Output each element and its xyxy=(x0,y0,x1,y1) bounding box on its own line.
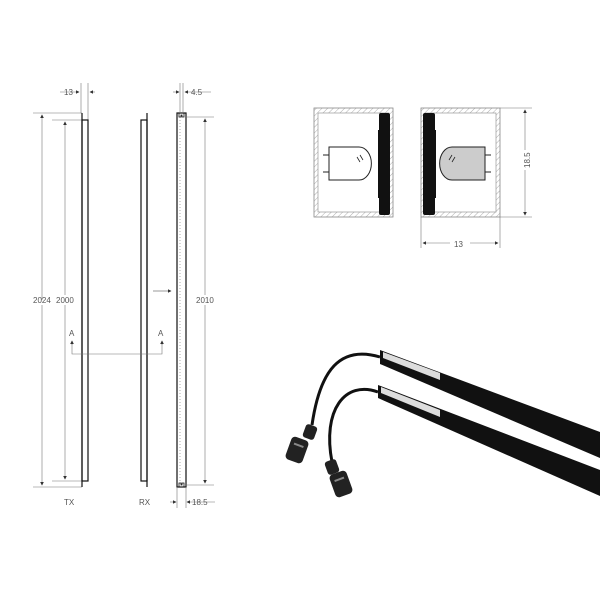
rx-bar xyxy=(140,119,148,482)
rx-connector xyxy=(324,459,353,498)
front-view: 13 2024 2000 4.5 2010 A A xyxy=(33,83,215,508)
product-photo xyxy=(285,350,600,498)
receiver-led xyxy=(439,146,486,181)
section-mark-left: A xyxy=(69,329,75,338)
tx-width-label: 13 xyxy=(64,88,73,97)
cross-section: 18.5 13 xyxy=(313,107,532,249)
section-height-label: 18.5 xyxy=(523,152,532,168)
rx-length-label: 2010 xyxy=(196,296,214,305)
overall-length-label: 2024 xyxy=(33,296,51,305)
rx-side-bar xyxy=(176,112,187,488)
section-width-label: 13 xyxy=(454,240,463,249)
active-length-label: 2000 xyxy=(56,296,74,305)
tx-label: TX xyxy=(64,498,75,507)
tx-connector xyxy=(285,424,318,464)
emitter-led xyxy=(328,146,372,181)
tx-bar xyxy=(81,119,89,482)
rx-notch-label: 4.5 xyxy=(191,88,203,97)
rx-depth-label: 18.5 xyxy=(192,498,208,507)
section-mark-right: A xyxy=(158,329,164,338)
rx-label: RX xyxy=(139,498,151,507)
